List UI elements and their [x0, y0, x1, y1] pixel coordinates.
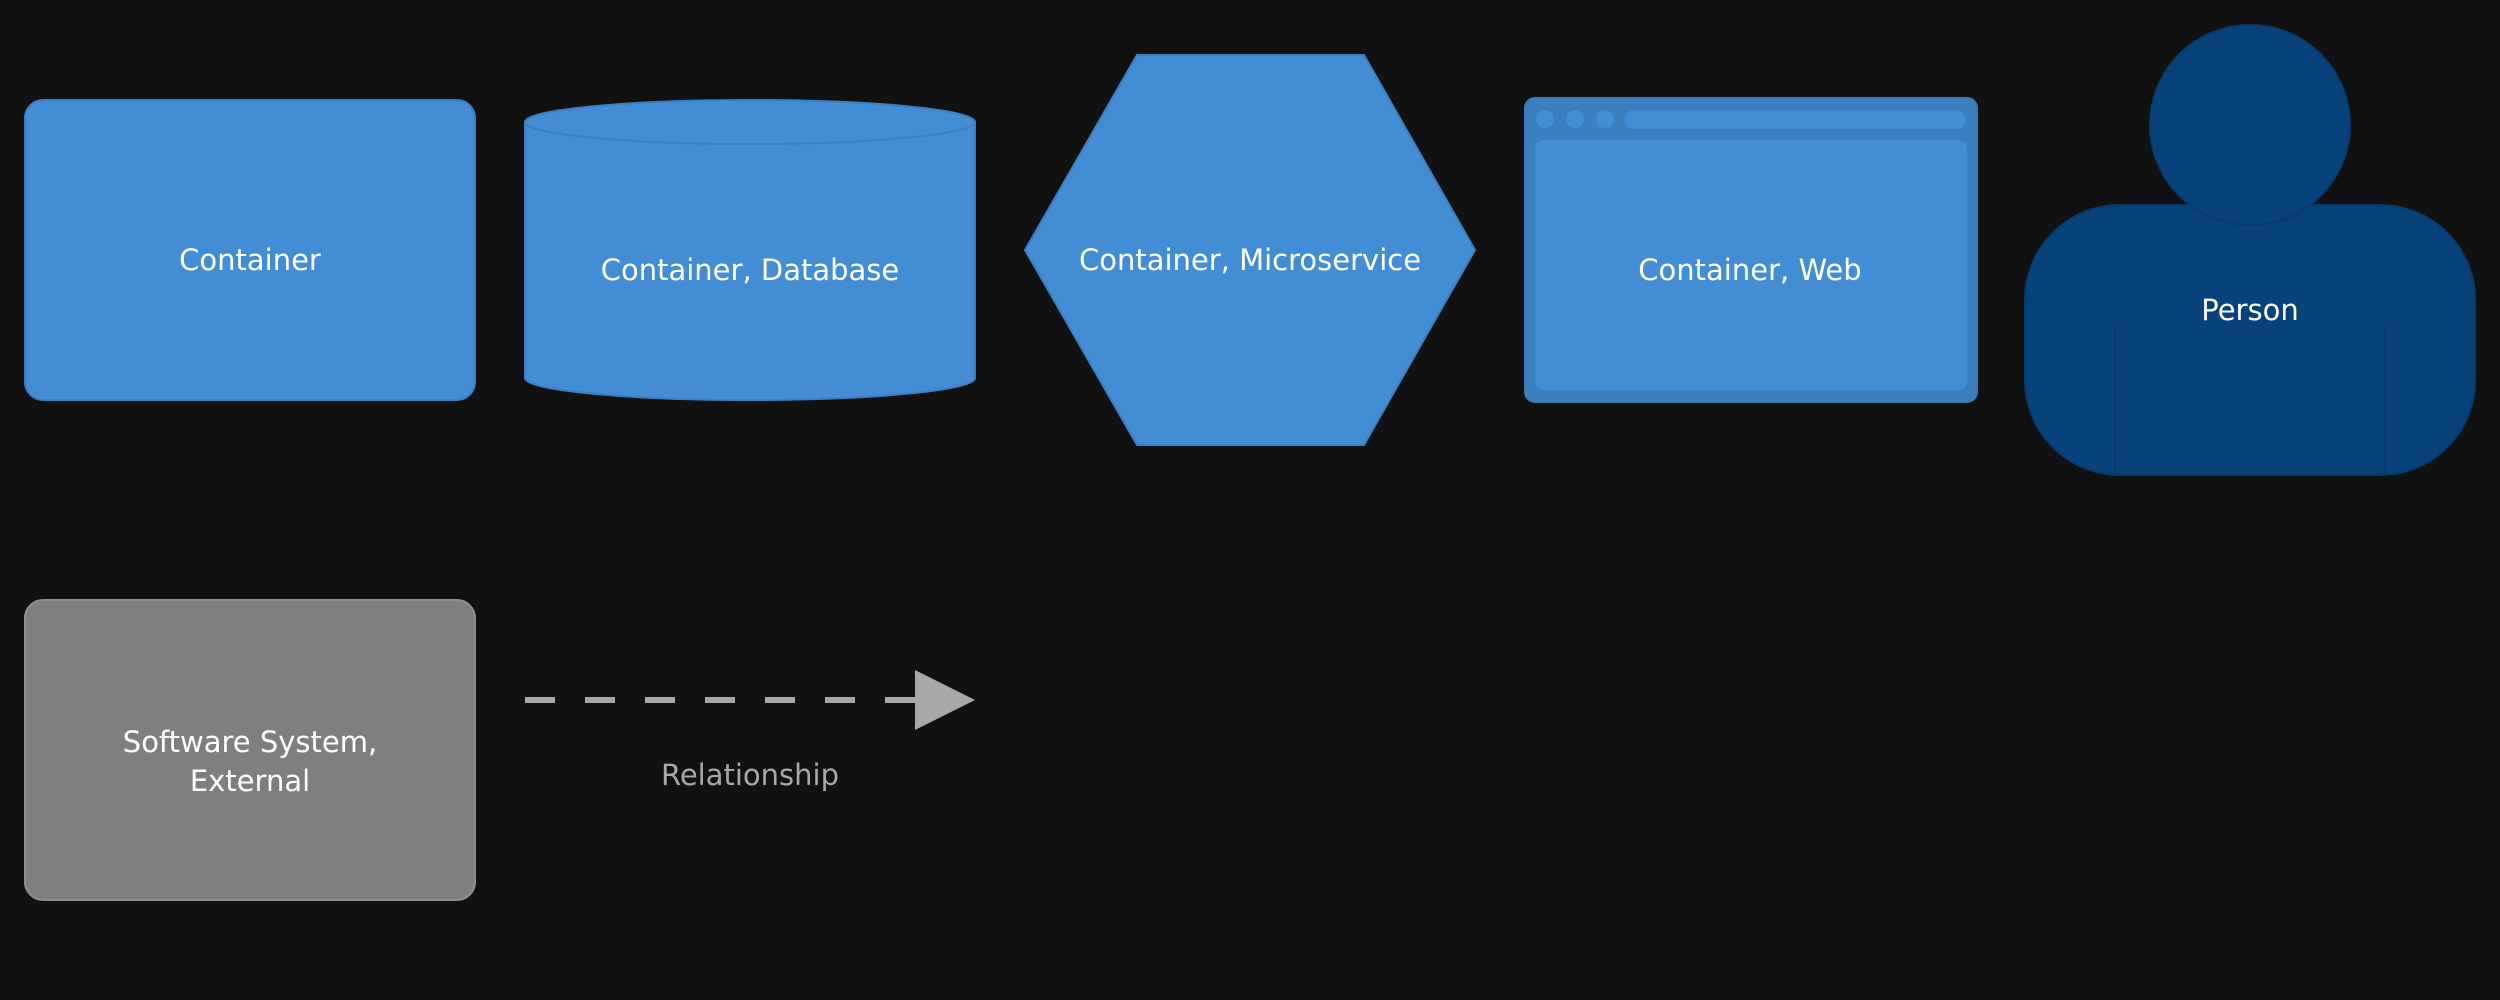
person-head [2149, 24, 2351, 226]
browser-dot-icon [1566, 110, 1584, 128]
container-label: Container [179, 243, 321, 277]
external-system-label-line-2: External [190, 764, 310, 798]
legend-item-container-web: Container, Web [1524, 97, 1978, 403]
container-microservice-label: Container, Microservice [1079, 243, 1421, 277]
legend-item-person: Person [2024, 24, 2476, 476]
external-system-label-line-1: Software System, [123, 725, 377, 759]
legend-item-relationship: Relationship [525, 670, 975, 792]
database-cylinder [524, 122, 976, 401]
legend-item-container-microservice: Container, Microservice [1023, 54, 1477, 446]
person-body [2024, 204, 2476, 476]
relationship-label: Relationship [661, 758, 839, 792]
container-database-label: Container, Database [601, 253, 900, 287]
database-cylinder-top [524, 99, 976, 145]
relationship-arrowhead [915, 670, 975, 730]
legend-item-software-system-external: Software System, External [24, 599, 476, 901]
browser-address-bar [1625, 110, 1965, 129]
microservice-hexagon [1023, 54, 1477, 446]
legend-item-container-database: Container, Database [524, 99, 976, 401]
browser-dot-icon [1596, 110, 1614, 128]
browser-dot-icon [1536, 110, 1554, 128]
legend-item-container: Container [24, 99, 476, 401]
container-box [24, 99, 476, 401]
person-label: Person [2201, 293, 2298, 327]
browser-content-area [1535, 140, 1967, 390]
external-system-box [24, 599, 476, 901]
container-web-label: Container, Web [1638, 253, 1861, 287]
